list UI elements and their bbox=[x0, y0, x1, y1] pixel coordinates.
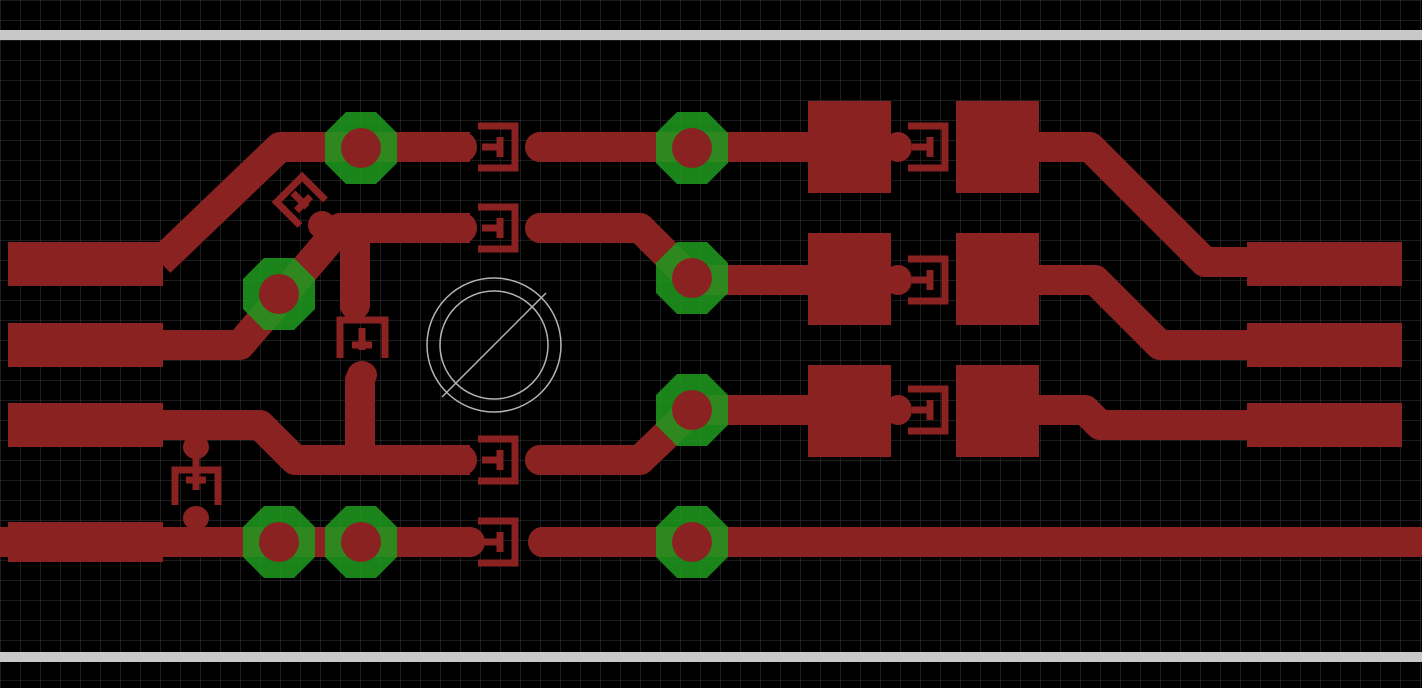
solder-jumper-4[interactable] bbox=[478, 517, 519, 567]
solder-jumper-2[interactable] bbox=[478, 203, 519, 253]
solder-jumper-5[interactable] bbox=[908, 122, 949, 172]
solder-jumpers[interactable] bbox=[171, 122, 949, 567]
solder-jumper-7[interactable] bbox=[908, 385, 949, 435]
trace-1c[interactable] bbox=[1030, 132, 1250, 277]
via-1[interactable] bbox=[325, 112, 397, 184]
edge-pad-left-2[interactable] bbox=[8, 323, 163, 367]
via-3[interactable] bbox=[243, 258, 315, 330]
solder-jumper-1[interactable] bbox=[478, 122, 519, 172]
edge-pad-left-3[interactable] bbox=[8, 403, 163, 447]
edge-pad-right-3[interactable] bbox=[1247, 403, 1402, 447]
solder-jumper-6[interactable] bbox=[908, 255, 949, 305]
trace-1[interactable] bbox=[149, 132, 470, 273]
smd-pad-1a[interactable] bbox=[808, 101, 891, 193]
smd-pad-2b[interactable] bbox=[956, 233, 1039, 325]
mounting-hole[interactable] bbox=[426, 277, 562, 413]
smd-pad-2a[interactable] bbox=[808, 233, 891, 325]
jumper-blobs bbox=[183, 132, 912, 557]
edge-pad-left-1[interactable] bbox=[8, 242, 163, 286]
via-8[interactable] bbox=[656, 506, 728, 578]
vias[interactable] bbox=[243, 112, 728, 578]
trace-2c[interactable] bbox=[1030, 265, 1250, 360]
solder-jumper-8[interactable] bbox=[336, 316, 389, 358]
solder-jumper-10[interactable] bbox=[271, 171, 328, 228]
via-2[interactable] bbox=[656, 112, 728, 184]
via-6[interactable] bbox=[243, 506, 315, 578]
solder-jumper-3[interactable] bbox=[478, 435, 519, 485]
trace-3c[interactable] bbox=[1030, 395, 1250, 440]
edge-pad-left-4[interactable] bbox=[8, 522, 163, 562]
via-4[interactable] bbox=[656, 242, 728, 314]
edge-pad-right-1[interactable] bbox=[1247, 242, 1402, 286]
edge-pad-right-2[interactable] bbox=[1247, 323, 1402, 367]
smd-pad-1b[interactable] bbox=[956, 101, 1039, 193]
via-5[interactable] bbox=[656, 374, 728, 446]
smd-pad-3a[interactable] bbox=[808, 365, 891, 457]
dimension-line-bottom bbox=[0, 652, 1422, 662]
via-7[interactable] bbox=[325, 506, 397, 578]
smd-pad-3b[interactable] bbox=[956, 365, 1039, 457]
trace-3[interactable] bbox=[160, 410, 470, 475]
dimension-line-top bbox=[0, 30, 1422, 40]
